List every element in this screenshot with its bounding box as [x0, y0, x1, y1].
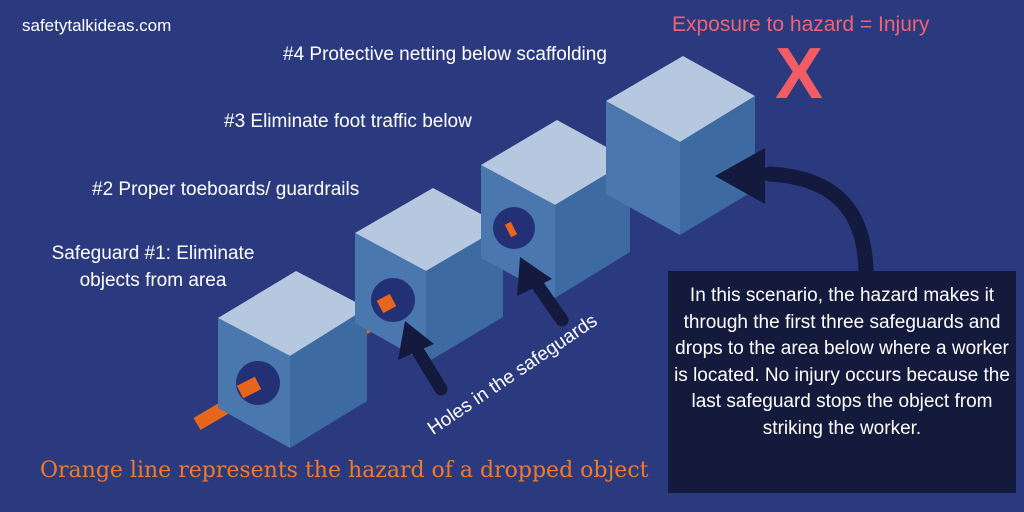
hazard-caption: Orange line represents the hazard of a d…	[40, 458, 649, 483]
safeguard-label-3: #3 Eliminate foot traffic below	[224, 111, 472, 132]
safeguard-cube-2	[355, 188, 503, 363]
x-mark-icon: X	[775, 34, 824, 114]
safeguard-label-4: #4 Protective netting below scaffolding	[283, 44, 607, 65]
safeguard-cube-4	[606, 56, 755, 235]
hole-arrow-1	[398, 321, 448, 396]
safeguard-label-1: Safeguard #1: Eliminate objects from are…	[51, 243, 255, 291]
safeguard-label-2: #2 Proper toeboards/ guardrails	[92, 179, 360, 200]
hole-arrow-2	[517, 257, 569, 327]
safeguard-cube-1	[218, 271, 367, 448]
scenario-note: In this scenario, the hazard makes it th…	[668, 271, 1016, 493]
outcome-text: Exposure to hazard = Injury	[672, 13, 930, 36]
site-url: safetytalkideas.com	[22, 16, 172, 35]
curved-arrow	[715, 148, 874, 290]
